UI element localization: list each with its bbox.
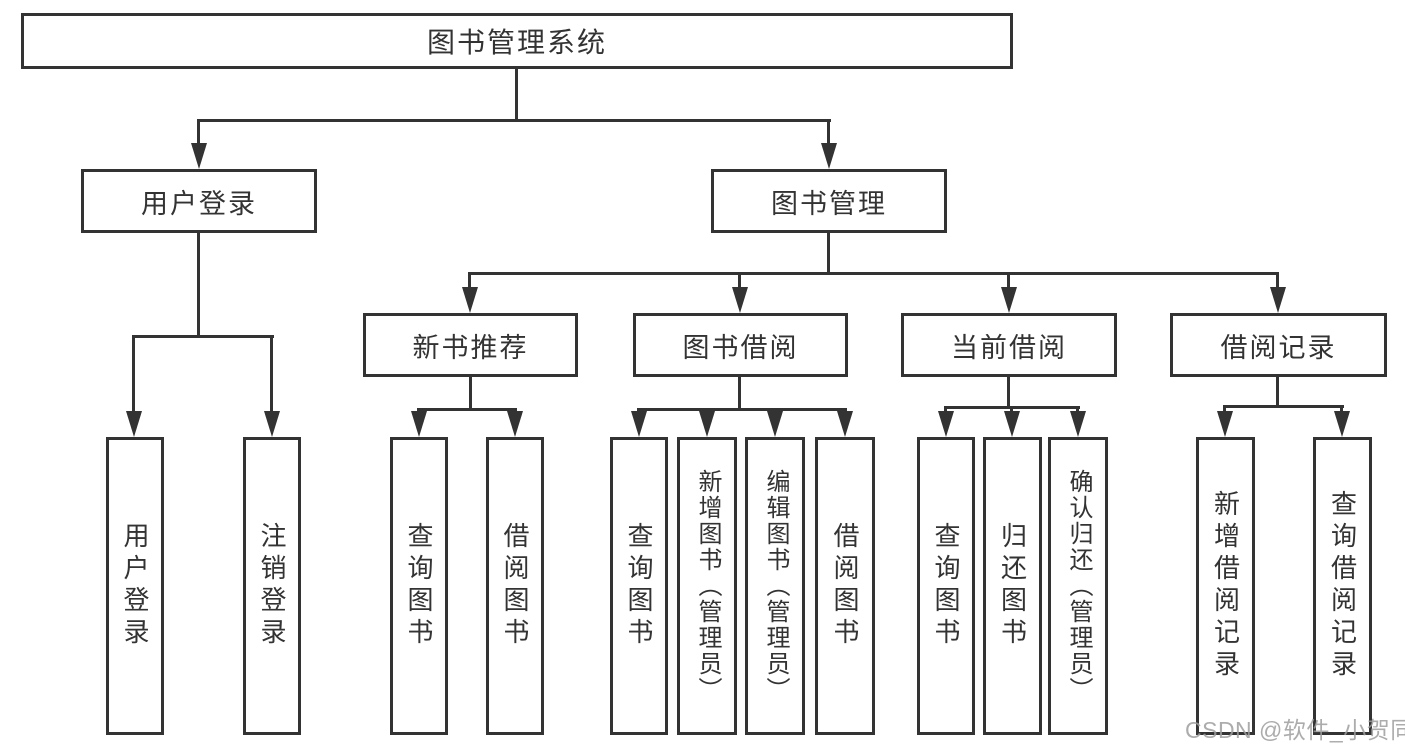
- connector-line: [515, 69, 518, 121]
- arrowhead-icon: [411, 411, 427, 437]
- node-label: 借阅图书: [500, 522, 530, 650]
- node-leaf-borrow-books-recommend: 借阅图书: [486, 437, 544, 735]
- arrowhead-icon: [767, 411, 783, 437]
- arrowhead-icon: [264, 411, 280, 437]
- connector-line: [197, 119, 200, 147]
- arrowhead-icon: [821, 143, 837, 169]
- node-label: 借阅图书: [830, 522, 860, 650]
- node-label: 注销登录: [257, 522, 287, 650]
- node-current-borrow: 当前借阅: [901, 313, 1117, 377]
- node-label: 归还图书: [997, 522, 1028, 650]
- node-label: 查询图书: [404, 522, 434, 650]
- node-borrow-records: 借阅记录: [1170, 313, 1387, 377]
- node-book-management: 图书管理: [711, 169, 947, 233]
- node-leaf-add-borrow-record: 新增借阅记录: [1196, 437, 1255, 735]
- node-label: 查询图书: [624, 522, 654, 650]
- node-user-login: 用户登录: [81, 169, 317, 233]
- arrowhead-icon: [126, 411, 142, 437]
- connector-line: [1007, 377, 1010, 408]
- connector-line: [1276, 272, 1279, 291]
- connector-line: [944, 406, 947, 414]
- arrowhead-icon: [938, 411, 954, 437]
- connector-line: [197, 119, 831, 122]
- connector-line: [1007, 272, 1010, 291]
- node-leaf-user-login: 用户登录: [106, 437, 164, 735]
- connector-line: [1010, 406, 1013, 414]
- arrowhead-icon: [699, 411, 715, 437]
- node-leaf-edit-books-admin: 编辑图书（管理员）: [745, 437, 805, 735]
- connector-line: [1223, 405, 1226, 414]
- csdn-watermark: CSDN @软件_小贺同学: [1185, 717, 1405, 743]
- node-leaf-logout: 注销登录: [243, 437, 301, 735]
- connector-line: [738, 272, 741, 291]
- node-leaf-query-books-borrow: 查询图书: [610, 437, 668, 735]
- node-label: 查询图书: [931, 522, 961, 650]
- node-leaf-query-books-recommend: 查询图书: [390, 437, 448, 735]
- node-label: 新增借阅记录: [1210, 490, 1241, 682]
- node-leaf-query-books-current: 查询图书: [917, 437, 975, 735]
- node-label: 用户登录: [141, 188, 257, 219]
- connector-line: [197, 233, 200, 337]
- node-leaf-add-books-admin: 新增图书（管理员）: [677, 437, 737, 735]
- node-root-library-system: 图书管理系统: [21, 13, 1013, 69]
- node-label: 新书推荐: [412, 332, 529, 363]
- node-label: 图书管理: [771, 188, 887, 219]
- node-leaf-query-borrow-record: 查询借阅记录: [1313, 437, 1372, 735]
- arrowhead-icon: [1334, 411, 1350, 437]
- connector-line: [1276, 377, 1279, 407]
- connector-line: [637, 408, 847, 411]
- arrowhead-icon: [1070, 411, 1086, 437]
- arrowhead-icon: [1217, 411, 1233, 437]
- connector-line: [1076, 406, 1079, 414]
- node-label: 图书管理系统: [426, 27, 607, 58]
- node-book-borrow: 图书借阅: [633, 313, 848, 377]
- node-label: 图书借阅: [682, 332, 799, 363]
- arrowhead-icon: [732, 287, 748, 313]
- arrowhead-icon: [837, 411, 853, 437]
- connector-line: [270, 335, 273, 413]
- connector-line: [1340, 405, 1343, 414]
- connector-line: [133, 335, 274, 338]
- connector-line: [1223, 405, 1344, 408]
- connector-line: [827, 119, 830, 147]
- connector-line: [469, 377, 472, 410]
- connector-line: [132, 335, 135, 413]
- connector-line: [738, 377, 741, 410]
- arrowhead-icon: [1004, 411, 1020, 437]
- node-label: 查询借阅记录: [1327, 490, 1358, 682]
- node-leaf-return-books: 归还图书: [983, 437, 1042, 735]
- arrowhead-icon: [631, 411, 647, 437]
- node-label: 新增图书（管理员）: [694, 469, 721, 703]
- arrowhead-icon: [1001, 287, 1017, 313]
- node-leaf-borrow-books: 借阅图书: [815, 437, 875, 735]
- node-label: 当前借阅: [951, 332, 1067, 363]
- node-label: 用户登录: [120, 522, 150, 650]
- node-label: 编辑图书（管理员）: [762, 469, 789, 703]
- arrowhead-icon: [507, 411, 523, 437]
- connector-line: [468, 272, 1279, 275]
- arrowhead-icon: [191, 143, 207, 169]
- connector-line: [417, 408, 517, 411]
- node-label: 借阅记录: [1220, 332, 1337, 363]
- node-new-book-recommend: 新书推荐: [363, 313, 578, 377]
- arrowhead-icon: [1270, 287, 1286, 313]
- node-label: 确认归还（管理员）: [1065, 469, 1092, 703]
- node-leaf-confirm-return-admin: 确认归还（管理员）: [1048, 437, 1108, 735]
- connector-line: [468, 272, 471, 291]
- arrowhead-icon: [462, 287, 478, 313]
- connector-line: [827, 233, 830, 274]
